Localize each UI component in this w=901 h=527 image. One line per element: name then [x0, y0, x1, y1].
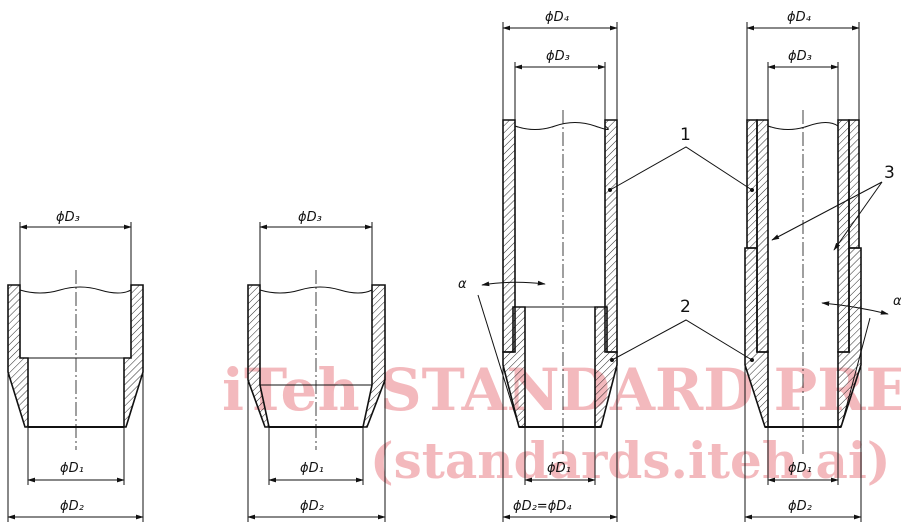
- fig-d-d2-label: ϕD₂: [788, 499, 812, 514]
- fig-c-d3-label: ϕD₃: [546, 49, 570, 64]
- fig-c-alpha-ext-line: [477, 294, 520, 428]
- fig-d-sleeve-left: [744, 247, 769, 428]
- fig-d-alpha-arc: [821, 301, 889, 315]
- watermark-line-2: (standards.iteh.ai): [370, 431, 891, 490]
- figure-d: ϕD₄ ϕD₃ ϕD₁ ϕD₂ 3 α: [744, 10, 901, 522]
- fig-a-d2-label: ϕD₂: [60, 499, 84, 514]
- fig-c-insert-right: [594, 306, 618, 428]
- callout-2-label: 2: [680, 297, 691, 317]
- fig-d-d3-label: ϕD₃: [788, 49, 812, 64]
- fig-a-d3-label: ϕD₃: [56, 210, 80, 225]
- fig-b-d2-label: ϕD₂: [300, 499, 324, 514]
- fig-d-alpha-label: α: [893, 294, 901, 309]
- callout-3-leader-right: [833, 181, 883, 251]
- fig-c-insert-left: [502, 306, 526, 428]
- fig-b-break-line: [259, 286, 373, 294]
- fig-d-sleeve-right: [837, 247, 862, 428]
- callout-2-dot-left: [610, 358, 614, 362]
- callout-3-label: 3: [884, 163, 895, 183]
- fig-a-left-wall: [7, 284, 29, 428]
- fig-c-d2-eq-d4-label: ϕD₂=ϕD₄: [513, 499, 572, 514]
- fig-d-outer-tube-right: [848, 119, 860, 249]
- callout-1-leader: [609, 146, 753, 191]
- fig-a-d1-label: ϕD₁: [60, 461, 84, 476]
- fig-c-d4-label: ϕD₄: [545, 10, 570, 25]
- fig-d-alpha-ext-line: [840, 317, 871, 428]
- callout-1-label: 1: [680, 125, 691, 145]
- callout-2-leader: [611, 319, 753, 361]
- figure-a: ϕD₃ ϕD₁ ϕD₂: [7, 210, 144, 522]
- callout-3-leader-left: [771, 181, 883, 241]
- fig-a-right-wall: [123, 284, 144, 428]
- watermark: iTeh STANDARD PREVIEW (standards.iteh.ai…: [222, 356, 901, 490]
- fig-d-liner-left: [756, 119, 769, 353]
- fig-d-d1-label: ϕD₁: [788, 461, 812, 476]
- fig-a-break-line: [19, 286, 132, 294]
- callout-1-dot-left: [608, 188, 612, 192]
- fig-c-alpha-arc: [481, 280, 546, 287]
- fig-d-d4-label: ϕD₄: [787, 10, 812, 25]
- fig-c-break-line: [514, 122, 609, 130]
- fig-b-d3-label: ϕD₃: [298, 210, 322, 225]
- fig-b-d1-label: ϕD₁: [300, 461, 324, 476]
- fig-d-break-line: [767, 122, 839, 130]
- figure-b: ϕD₃ ϕD₁ ϕD₂: [247, 210, 386, 522]
- fig-d-outer-tube-left: [746, 119, 758, 249]
- fig-c-d1-label: ϕD₁: [547, 461, 571, 476]
- fig-c-alpha-label: α: [458, 277, 467, 292]
- watermark-line-1: iTeh STANDARD PREVIEW: [222, 356, 901, 424]
- figure-c: ϕD₄ ϕD₃ ϕD₁ ϕD₂=ϕD₄ α 1 2: [458, 10, 754, 522]
